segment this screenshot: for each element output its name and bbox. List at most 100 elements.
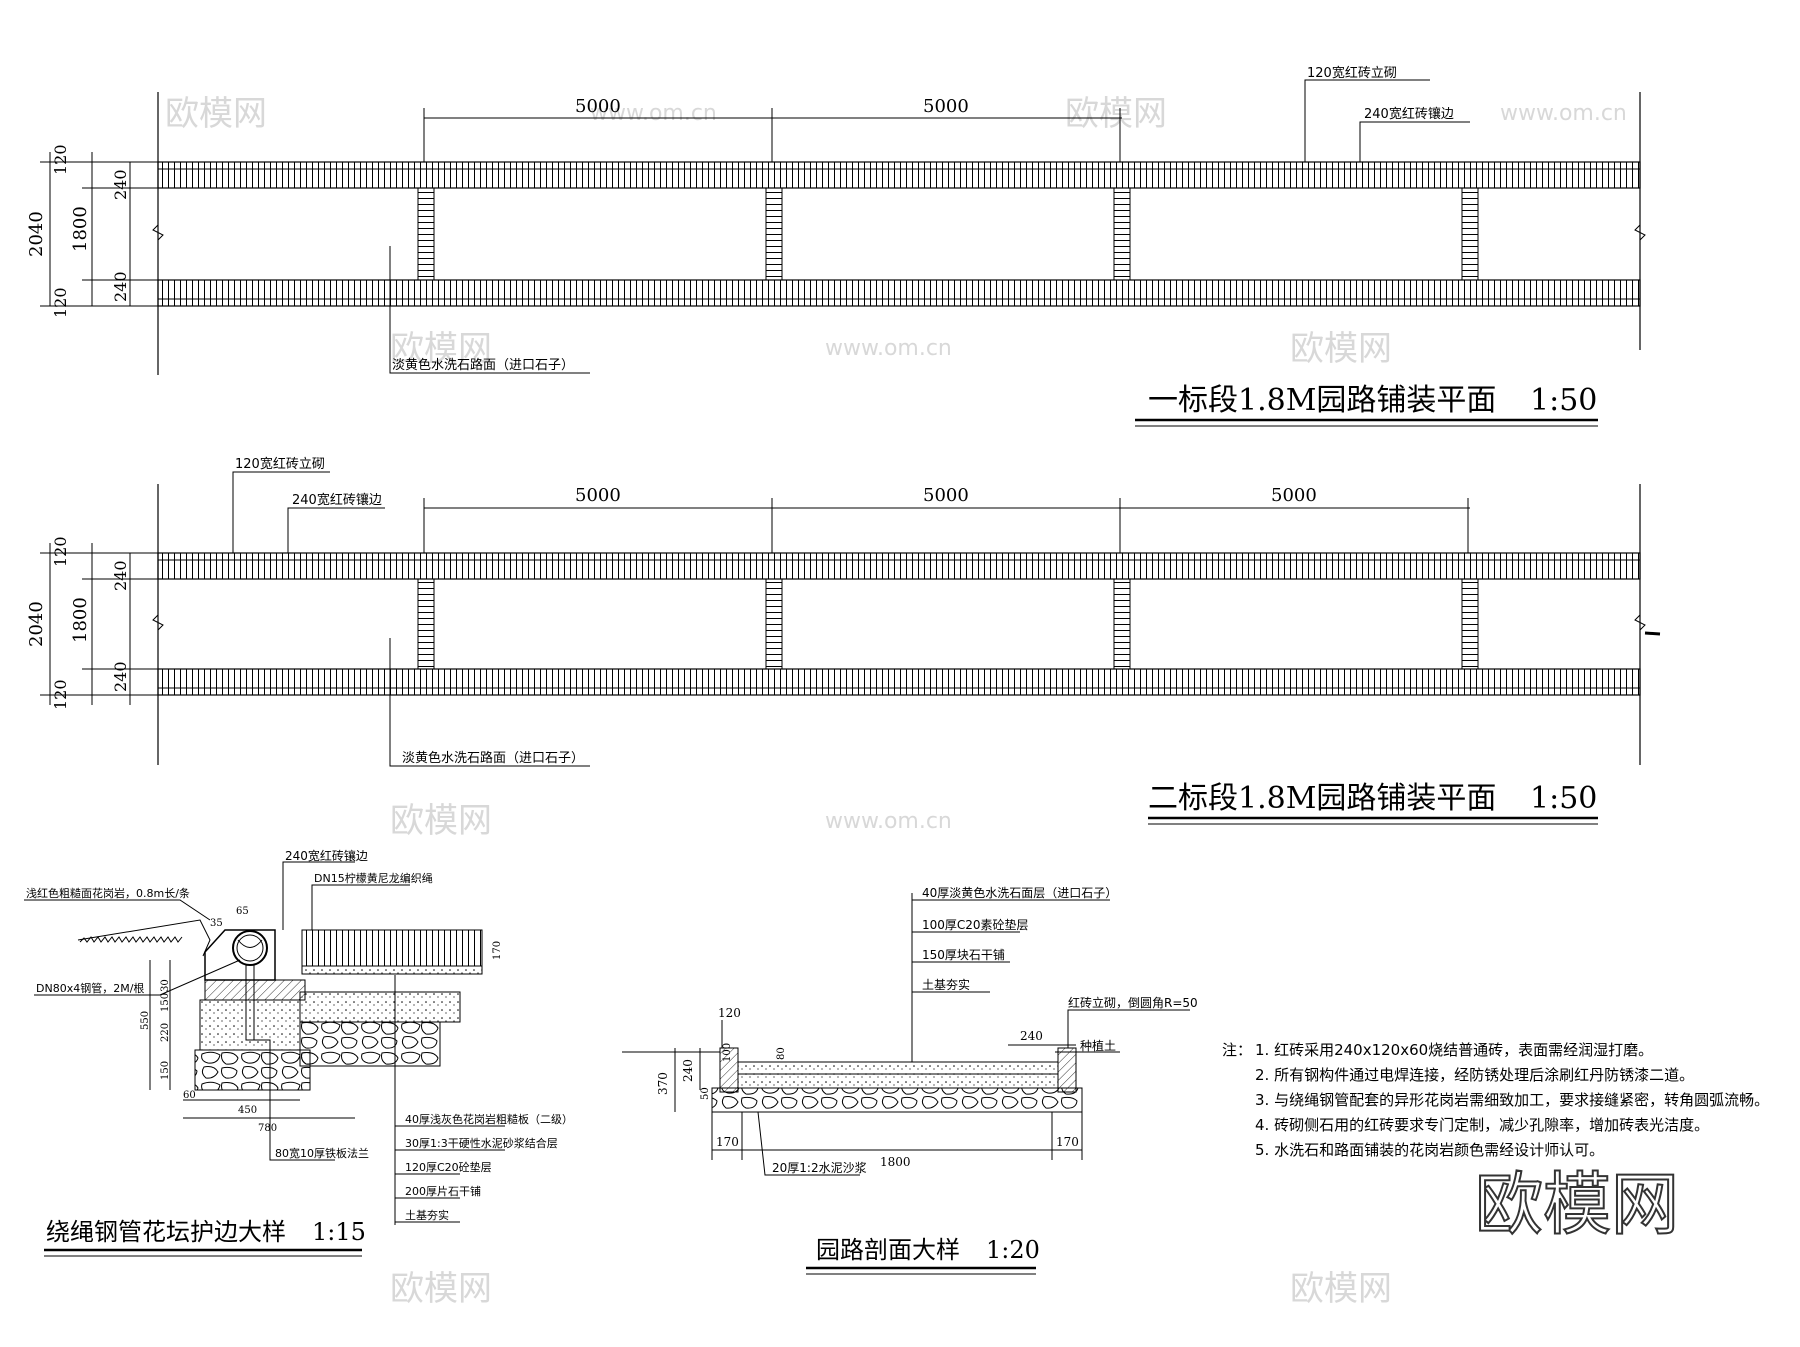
dim-label: 60 (183, 1090, 196, 1101)
brick-crossband (417, 187, 435, 281)
note-item: 1. 红砖采用240x120x60烧结普通砖，表面需经润湿打磨。 (1255, 1041, 1653, 1059)
dim-label: 80 (776, 1047, 787, 1060)
label-rope: DN15柠檬黄尼龙编织绳 (314, 871, 433, 885)
watermark-brand: 欧模网 (1290, 1269, 1392, 1309)
dim-label: 5000 (1271, 485, 1317, 506)
dim-240: 240 (111, 271, 130, 302)
dim-label: 5000 (923, 485, 969, 506)
label-brick-edge: 240宽红砖镶边 (285, 848, 368, 863)
brick-edge-bottom (157, 668, 1641, 696)
detail-a-scale: 1:15 (312, 1218, 366, 1246)
dim-label: 120 (718, 1006, 741, 1020)
layer-label: 30厚1:3干硬性水泥砂浆结合层 (405, 1136, 558, 1150)
dim-label: 50 (700, 1087, 711, 1100)
watermark-brand: 欧模网 (390, 329, 492, 369)
dim-label: 240 (1020, 1029, 1043, 1043)
layer-label: 土基夯实 (922, 977, 970, 992)
label-mortar: 20厚1:2水泥沙浆 (772, 1160, 867, 1175)
brand-watermark-logo: 欧模网 (1475, 1166, 1679, 1245)
watermark-brand: 欧模网 (165, 94, 267, 134)
dim-label: 170 (492, 941, 503, 960)
brick-edge-top (157, 161, 1641, 189)
dim-240: 240 (111, 560, 130, 591)
dim-120: 120 (51, 679, 70, 710)
dim-label: 450 (238, 1105, 257, 1116)
dim-240: 240 (111, 661, 130, 692)
plan-2-title: 二标段1.8M园路铺装平面 (1148, 781, 1496, 816)
label-steel-pipe: DN80x4钢管，2M/根 (36, 981, 144, 995)
notes: 注： 1. 红砖采用240x120x60烧结普通砖，表面需经润湿打磨。 2. 所… (1222, 1041, 1769, 1159)
watermark-url: www.om.cn (825, 336, 952, 361)
watermark-url: www.om.cn (590, 101, 717, 126)
brick-crossband (1113, 578, 1131, 670)
dim-240: 240 (111, 169, 130, 200)
layer-label: 150厚块石干铺 (922, 948, 1005, 962)
brick-crossband (417, 578, 435, 670)
layer-label: 40厚浅灰色花岗岩粗糙板（二级） (405, 1112, 573, 1126)
brick-edge-bottom (157, 279, 1641, 307)
plan-1-title: 一标段1.8M园路铺装平面 (1148, 383, 1496, 418)
layer-label: 120厚C20砼垫层 (405, 1160, 492, 1174)
detail-planter-edge: 30 150 220 150 550 170 65 35 60 450 780 … (24, 848, 573, 1257)
brick-edge-top (157, 552, 1641, 580)
watermark-layer: 欧模网 www.om.cn 欧模网 www.om.cn 欧模网 www.om.c… (165, 94, 1627, 1309)
plan-1: 5000 5000 120宽红砖立砌 240宽红砖镶边 淡黄色水洗石路面（进口石… (26, 65, 1646, 427)
dim-label: 550 (140, 1011, 151, 1030)
dim-label: 30 (160, 979, 171, 992)
brick-edging (301, 929, 483, 967)
layer-label: 土基夯实 (405, 1208, 449, 1222)
curb-right (1057, 1047, 1077, 1093)
dim-inner: 1800 (70, 206, 91, 252)
brick-crossband (765, 578, 783, 670)
dim-inner: 1800 (70, 597, 91, 643)
detail-b-title: 园路剖面大样 (816, 1236, 960, 1264)
dim-label: 35 (210, 918, 223, 929)
label-granite: 浅红色粗糙面花岗岩，0.8m长/条 (26, 886, 190, 900)
note-item: 2. 所有钢构件通过电焊连接，经防锈处理后涂刷红丹防锈漆二道。 (1255, 1066, 1694, 1084)
dim-label: 100 (722, 1043, 733, 1062)
watermark-brand: 欧模网 (1290, 329, 1392, 369)
dim-label: 370 (656, 1072, 670, 1095)
plan-2: 5000 5000 5000 120宽红砖立砌 240宽红砖镶边 淡黄色水洗石路… (26, 456, 1661, 825)
dim-120: 120 (51, 536, 70, 567)
detail-road-section: 40厚淡黄色水洗石面层（进口石子） 100厚C20素砼垫层 150厚块石干铺 土… (622, 886, 1198, 1275)
note-item: 4. 砖砌侧石用的红砖要求专门定制，减少孔隙率，增加砖表光洁度。 (1255, 1116, 1709, 1134)
dim-label: 5000 (575, 96, 621, 117)
dim-label: 150 (160, 1061, 171, 1080)
brick-crossband (1113, 187, 1131, 281)
detail-b-scale: 1:20 (986, 1236, 1040, 1264)
dim-total: 2040 (26, 601, 47, 647)
dim-label: 150 (160, 993, 171, 1012)
label-surface: 淡黄色水洗石路面（进口石子） (402, 750, 584, 766)
brick-crossband (1461, 187, 1479, 281)
dim-label: 170 (1056, 1135, 1079, 1149)
notes-heading: 注： (1222, 1041, 1252, 1059)
label-edge-wide: 240宽红砖镶边 (1364, 106, 1454, 122)
plan-1-scale: 1:50 (1530, 383, 1597, 418)
dim-label: 5000 (923, 96, 969, 117)
dim-120: 120 (51, 287, 70, 318)
layer-label: 100厚C20素砼垫层 (922, 917, 1029, 932)
brick-crossband (1461, 578, 1479, 670)
plan-2-scale: 1:50 (1530, 781, 1597, 816)
label-edge-narrow: 120宽红砖立砌 (1307, 65, 1397, 81)
label-curb: 红砖立砌，倒圆角R=50 (1068, 995, 1198, 1010)
dim-label: 780 (258, 1123, 277, 1134)
dim-label: 220 (160, 1023, 171, 1042)
dim-label: 1800 (880, 1155, 911, 1169)
watermark-brand: 欧模网 (1065, 94, 1167, 134)
watermark-url: www.om.cn (825, 809, 952, 834)
label-flange: 80宽10厚铁板法兰 (275, 1146, 369, 1160)
detail-a-title: 绕绳钢管花坛护边大样 (46, 1218, 286, 1246)
label-edge-wide: 240宽红砖镶边 (292, 492, 382, 508)
note-item: 5. 水洗石和路面铺装的花岗岩颜色需经设计师认可。 (1255, 1141, 1604, 1159)
layer-label: 40厚淡黄色水洗石面层（进口石子） (922, 886, 1117, 900)
dim-total: 2040 (26, 211, 47, 257)
dim-label: 65 (236, 906, 249, 917)
dim-120: 120 (51, 144, 70, 175)
label-surface: 淡黄色水洗石路面（进口石子） (392, 357, 574, 373)
dim-label: 5000 (575, 485, 621, 506)
note-item: 3. 与绕绳钢管配套的异形花岗岩需细致加工，要求接缝紧密，转角圆弧流畅。 (1255, 1091, 1769, 1109)
watermark-brand: 欧模网 (390, 1269, 492, 1309)
